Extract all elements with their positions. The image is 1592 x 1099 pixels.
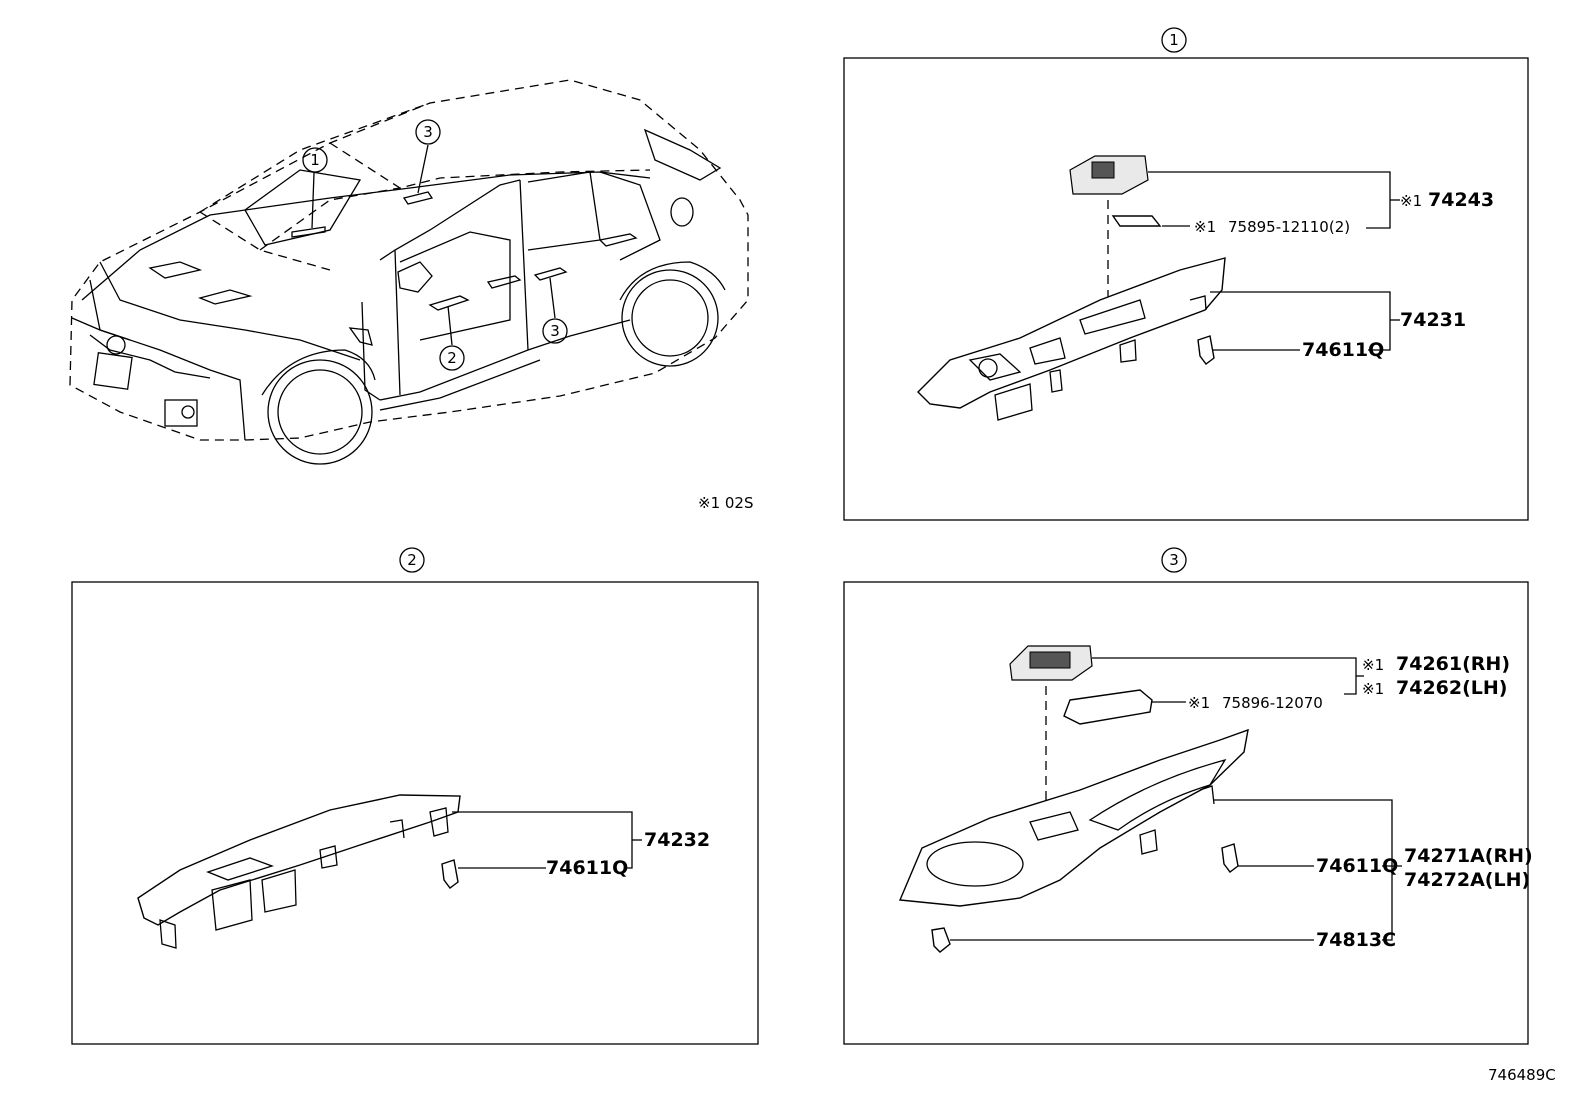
car-callout-2: 2 (439, 345, 465, 371)
panel-2-leaders (452, 811, 642, 869)
part-label-74231: 74231 (1400, 309, 1466, 331)
panel-3-leaders (950, 657, 1402, 941)
svg-text:3: 3 (423, 123, 433, 141)
mark-74262: ※1 (1362, 680, 1384, 698)
part-label-74261-rh: 74261(RH) (1396, 653, 1510, 675)
panel-2-frame (71, 581, 759, 1045)
panel-2-header: 2 (399, 547, 425, 573)
mark-75896: ※1 (1188, 694, 1210, 712)
part-label-74262-lh: 74262(LH) (1396, 677, 1507, 699)
panel-1-parts (917, 155, 1226, 421)
svg-text:3: 3 (550, 322, 560, 340)
variant-note: ※1 02S (698, 494, 754, 512)
part-label-74232: 74232 (644, 829, 710, 851)
mark-74261: ※1 (1362, 656, 1384, 674)
mark-74243: ※1 (1400, 192, 1422, 210)
svg-text:3: 3 (1169, 551, 1179, 569)
panel-3-parts (898, 645, 1249, 953)
panel-3-frame (843, 581, 1529, 1045)
mark-75895: ※1 (1194, 218, 1216, 236)
car-overview-illustration (69, 79, 749, 465)
svg-text:2: 2 (407, 551, 417, 569)
svg-text:2: 2 (447, 349, 457, 367)
part-label-75895-12110: 75895-12110(2) (1228, 218, 1350, 236)
part-label-74611q-p1: 74611Q (1302, 339, 1384, 361)
part-label-74813c: 74813C (1316, 929, 1396, 951)
part-label-74611q-p2: 74611Q (546, 857, 628, 879)
car-callout-3-rear: 3 (542, 318, 568, 344)
diagram-id: 746489C (1488, 1066, 1556, 1084)
panel-3-header: 3 (1161, 547, 1187, 573)
panel-1-header: 1 (1161, 27, 1187, 53)
part-label-75896-12070: 75896-12070 (1222, 694, 1323, 712)
part-label-74271a-rh: 74271A(RH) (1404, 845, 1533, 867)
part-label-74272a-lh: 74272A(LH) (1404, 869, 1530, 891)
panel-1-leaders (1148, 171, 1400, 351)
panel-2-parts (137, 794, 461, 949)
part-label-74611q-p3: 74611Q (1316, 855, 1398, 877)
car-callout-1: 1 (302, 147, 328, 173)
part-label-74243: 74243 (1428, 189, 1494, 211)
car-callout-3-top: 3 (415, 119, 441, 145)
panel-1-frame (843, 57, 1529, 521)
svg-text:1: 1 (310, 151, 320, 169)
svg-text:1: 1 (1169, 31, 1179, 49)
